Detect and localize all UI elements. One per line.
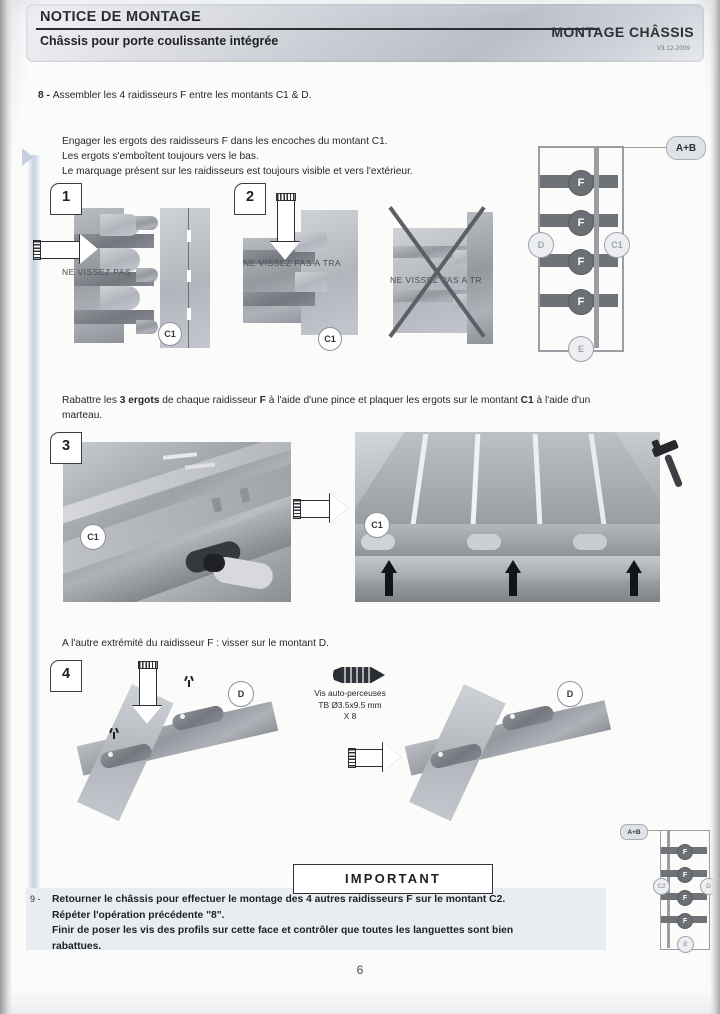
screw-direction-arrow bbox=[132, 661, 162, 726]
step-3-text-g: à l'aide d'un bbox=[533, 395, 591, 406]
step-3-text-a: Rabattre les bbox=[62, 395, 120, 406]
step-8-line-3: Le marquage présent sur les raidisseurs … bbox=[62, 166, 413, 177]
tab-arrow-3 bbox=[626, 560, 642, 596]
callout-e-bottom: E bbox=[568, 336, 594, 362]
insert-direction-arrow-1 bbox=[33, 234, 102, 264]
mini-callout-f-2: F bbox=[677, 867, 693, 883]
header-section-title: MONTAGE CHÂSSIS bbox=[551, 24, 694, 40]
illustration-step-2 bbox=[243, 210, 358, 345]
page-number: 6 bbox=[356, 963, 364, 977]
warning-label-1: NE VISSEZ PAS bbox=[62, 267, 132, 277]
step-badge-3-label: 3 bbox=[61, 438, 71, 454]
step-3-text-c: de chaque raidisseur bbox=[159, 395, 260, 406]
incorrect-cross-mark bbox=[378, 192, 496, 352]
callout-c1-panel2: C1 bbox=[318, 327, 342, 351]
photo-step-3-left bbox=[63, 442, 291, 602]
step-badge-4: 4 bbox=[50, 660, 82, 692]
illustration-step-4-right bbox=[404, 684, 612, 822]
step-badge-3: 3 bbox=[50, 432, 82, 464]
screw-spec-line-1: Vis auto-perceuses bbox=[314, 688, 386, 698]
step-9-line-2: Répéter l'opération précédente "8". bbox=[52, 909, 225, 921]
callout-f-2: F bbox=[568, 210, 594, 236]
step-badge-2: 2 bbox=[234, 183, 266, 215]
step-9-line-1: Retourner le châssis pour effectuer le m… bbox=[52, 894, 506, 905]
important-box: IMPORTANT bbox=[293, 864, 493, 894]
step-9-line-3: Finir de poser les vis des profils sur c… bbox=[52, 925, 514, 936]
step-8-line-1: Engager les ergots des raidisseurs F dan… bbox=[62, 136, 388, 147]
callout-c1-right: C1 bbox=[604, 232, 630, 258]
screw-spec-line-3: X 8 bbox=[343, 711, 357, 721]
step-badge-1-label: 1 bbox=[61, 189, 71, 205]
step-9-number: 9 - bbox=[30, 894, 41, 904]
process-arrow-step-3 bbox=[293, 493, 352, 523]
illustration-step-4-left bbox=[76, 684, 280, 822]
step-8-heading-text: Assembler les 4 raidisseurs F entre les … bbox=[52, 90, 312, 101]
tab-arrow-1 bbox=[381, 560, 397, 596]
process-arrow-step-4 bbox=[348, 742, 405, 772]
step-badge-4-label: 4 bbox=[61, 666, 71, 682]
step-8-heading: 8 - Assembler les 4 raidisseurs F entre … bbox=[38, 88, 311, 103]
callout-f-4: F bbox=[568, 289, 594, 315]
step-3-text-e: à l'aide d'une pince et plaquer les ergo… bbox=[265, 395, 521, 406]
screw-icon bbox=[333, 667, 385, 683]
scan-artifact-streak bbox=[27, 155, 41, 915]
callout-f-1: F bbox=[568, 170, 594, 196]
insert-direction-arrow-2 bbox=[270, 193, 300, 262]
mini-callout-ab: A+B bbox=[620, 824, 648, 840]
callout-f-3: F bbox=[568, 249, 594, 275]
callout-d-left-photo: D bbox=[228, 681, 254, 707]
tab-indicator-1 bbox=[184, 675, 195, 688]
callout-ab: A+B bbox=[666, 136, 706, 160]
header-divider bbox=[36, 28, 599, 30]
screw-spec-line-2: TB Ø3.5x9.5 mm bbox=[318, 699, 382, 710]
step-3-text-b: 3 ergots bbox=[119, 395, 160, 406]
callout-c1-photo-right: C1 bbox=[364, 512, 390, 538]
important-label: IMPORTANT bbox=[344, 871, 442, 886]
step-8-line-2: Les ergots s'emboîtent toujours vers le … bbox=[62, 151, 259, 162]
mini-callout-c2: C2 bbox=[653, 878, 670, 895]
mini-callout-e: E bbox=[677, 936, 694, 953]
page-title: NOTICE DE MONTAGE bbox=[40, 9, 202, 25]
step-3-instruction-line2: marteau. bbox=[62, 410, 103, 421]
page-subtitle: Châssis pour porte coulissante intégrée bbox=[40, 34, 279, 48]
step-9-line-4: rabattues. bbox=[52, 940, 102, 952]
step-badge-1: 1 bbox=[50, 183, 82, 215]
step-badge-2-label: 2 bbox=[245, 189, 255, 205]
step-9-text: Retourner le châssis pour effectuer le m… bbox=[32, 892, 602, 954]
scan-edge-right bbox=[710, 0, 720, 1014]
tab-indicator-2 bbox=[109, 727, 120, 740]
document-version: V3.12-2009 bbox=[656, 46, 690, 52]
tab-arrow-2 bbox=[505, 560, 521, 596]
screw-spec: Vis auto-perceuses TB Ø3.5x9.5 mm X 8 bbox=[285, 688, 415, 723]
callout-c1-left: C1 bbox=[158, 322, 182, 346]
callout-c1-photo-left: C1 bbox=[80, 524, 106, 550]
step-3-text-f: C1 bbox=[520, 395, 534, 406]
mini-callout-f-4: F bbox=[677, 913, 693, 929]
callout-d-left: D bbox=[528, 232, 554, 258]
scan-edge-left bbox=[0, 0, 12, 1014]
step-4-instruction: A l'autre extrémité du raidisseur F : vi… bbox=[62, 638, 329, 649]
callout-d-right-photo: D bbox=[557, 681, 583, 707]
mini-callout-f-3: F bbox=[677, 890, 693, 906]
step-3-instruction: Rabattre les 3 ergots de chaque raidisse… bbox=[62, 393, 682, 408]
mini-callout-f-1: F bbox=[677, 844, 693, 860]
step-8-number: 8 - bbox=[38, 90, 50, 101]
hammer-icon bbox=[651, 439, 683, 487]
